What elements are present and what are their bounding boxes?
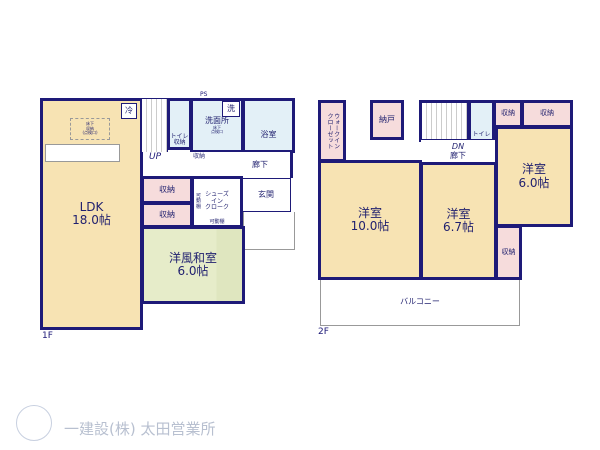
company-name: 一建設(株) 太田営業所 xyxy=(64,420,216,438)
balcony: バルコニー xyxy=(320,280,520,326)
stairs-up-label: UP xyxy=(149,152,162,162)
hall-label: 廊下 xyxy=(252,159,268,169)
nando: 納戸 xyxy=(370,100,404,140)
stairs-1f xyxy=(141,98,168,153)
hall-storage-label: 収納 xyxy=(193,153,206,160)
porch xyxy=(243,212,295,250)
balcony-label: バルコニー xyxy=(400,297,440,307)
storage-2f-b: 収納 xyxy=(521,100,573,128)
shelf-bottom: 可動棚 xyxy=(209,218,225,225)
toilet-1f: トイレ収納 xyxy=(167,98,192,150)
japanese-room-size: 6.0帖 xyxy=(177,264,209,278)
fridge: 冷 xyxy=(121,103,137,119)
kitchen-counter xyxy=(45,144,120,162)
hallway-1f: 廊下 収納 xyxy=(143,152,293,178)
room-6-7-size: 6.7帖 xyxy=(442,220,475,234)
storage-2f-a: 収納 xyxy=(493,100,523,128)
hall-2f-label: 廊下 xyxy=(450,151,466,160)
toilet-2f: トイレ xyxy=(468,100,495,142)
bathroom: 浴室 xyxy=(242,98,295,153)
room-10-size: 10.0帖 xyxy=(350,219,390,233)
walk-in-closet: ウォークイン クローゼット xyxy=(318,100,346,162)
storage-1: 収納 xyxy=(141,176,193,204)
shoe-closet-label: シューズ イン クローク xyxy=(204,191,229,212)
underfloor-storage: 床下 収納 (点検口) xyxy=(70,118,110,140)
ldk-size: 18.0帖 xyxy=(72,213,111,227)
toilet-label: トイレ xyxy=(170,132,189,140)
entrance: 玄関 xyxy=(241,178,291,212)
stairs-dn-label: DN xyxy=(451,142,465,152)
storage-2: 収納 xyxy=(141,202,193,228)
company-logo-icon xyxy=(16,405,52,441)
japanese-room-name: 洋風和室 xyxy=(168,250,217,265)
room-6-name: 洋室 xyxy=(521,162,546,177)
shoe-closet: 可動棚シューズ イン クローク可動棚 xyxy=(191,176,243,228)
room-10-name: 洋室 xyxy=(357,205,382,220)
washer: 洗 xyxy=(222,101,240,117)
ldk-name: LDK xyxy=(79,199,104,214)
toilet-storage-label: 収納 xyxy=(173,139,186,147)
floor2-label: 2F xyxy=(318,327,329,337)
shelf-side: 可動棚 xyxy=(195,192,201,210)
floor1-label: 1F xyxy=(42,331,53,341)
washroom-label: 洗面所 xyxy=(205,115,229,125)
washroom-underfloor: 床下 点検口 xyxy=(211,124,223,134)
room-6-size: 6.0帖 xyxy=(518,175,550,190)
room-6-7-name: 洋室 xyxy=(446,206,471,221)
ps-label: PS xyxy=(200,91,208,98)
stairs-2f xyxy=(419,100,470,142)
storage-2f-c: 収納 xyxy=(495,225,522,280)
